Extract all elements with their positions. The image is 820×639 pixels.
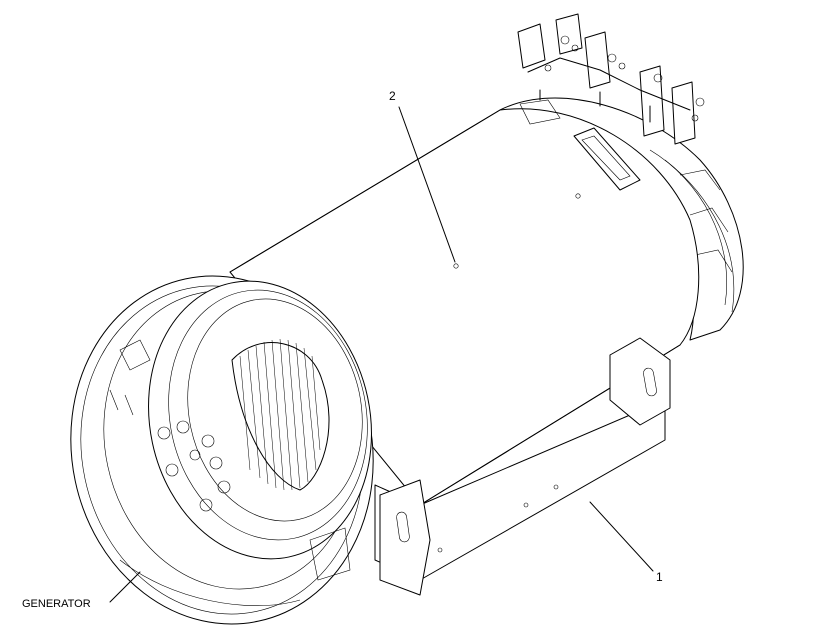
mounting-base <box>374 337 671 596</box>
generator-label: GENERATOR <box>22 598 91 610</box>
leader-part-2 <box>398 106 456 263</box>
leader-part-1 <box>589 501 654 572</box>
terminal-bracket <box>517 13 705 145</box>
callout-part-1: 1 <box>656 570 663 584</box>
callout-part-2: 2 <box>389 89 396 103</box>
leader-generator <box>109 571 141 603</box>
leader-lines <box>109 106 654 603</box>
front-end-rings <box>70 275 374 625</box>
